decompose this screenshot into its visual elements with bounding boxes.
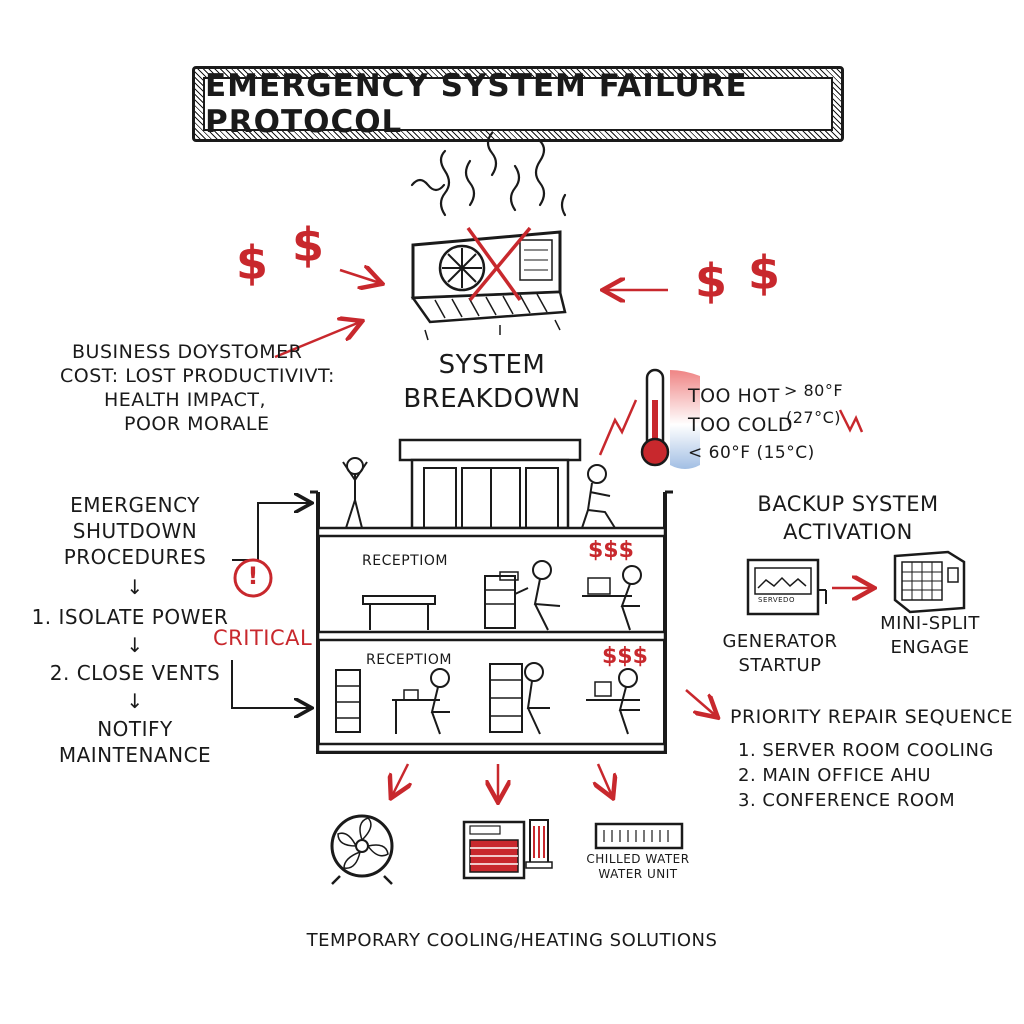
title-banner: EMERGENCY SYSTEM FAILURE PROTOCOL xyxy=(192,66,844,142)
dollar-icon: $ xyxy=(748,246,781,300)
warning-icon xyxy=(233,558,273,598)
chiller-label: CHILLED WATER WATER UNIT xyxy=(578,852,698,882)
system-breakdown-line: BREAKDOWN xyxy=(403,384,581,414)
generator-icon xyxy=(746,558,827,616)
portable-fan-icon xyxy=(330,814,394,885)
too-hot-label: TOO HOT xyxy=(688,385,780,407)
shutdown-step: NOTIFY xyxy=(97,717,173,741)
backup-heading-line: ACTIVATION xyxy=(783,520,913,544)
priority-item: 2. MAIN OFFICE AHU xyxy=(738,765,932,786)
priority-item: 1. SERVER ROOM COOLING xyxy=(738,740,994,761)
business-cost-line: BUSINESS DOYSTOMER xyxy=(72,341,303,363)
smoke-icon xyxy=(410,131,567,217)
shutdown-heading: PROCEDURES xyxy=(63,545,207,569)
cost-marker: $$$ xyxy=(588,538,634,563)
chilled-water-unit-icon xyxy=(594,822,684,850)
hot-threshold-celsius: (27°C) xyxy=(786,408,842,427)
business-cost-line: COST: LOST PRODUCTIVIVT: xyxy=(60,365,335,387)
down-arrow-icon: ↓ xyxy=(126,633,144,657)
chiller-label-line: WATER UNIT xyxy=(598,867,678,881)
temporary-arrow xyxy=(392,763,612,800)
minisplit-label-line: MINI-SPLIT xyxy=(880,613,980,634)
office-building xyxy=(310,438,673,754)
priority-heading: PRIORITY REPAIR SEQUENCE xyxy=(730,706,1013,728)
generator-panel-text: SERVEDO xyxy=(758,596,795,604)
cost-marker: $$$ xyxy=(602,644,648,669)
backup-heading-line: BACKUP SYSTEM xyxy=(757,492,939,516)
shutdown-procedures: EMERGENCY SHUTDOWN PROCEDURES ↓ 1. ISOLA… xyxy=(32,492,230,768)
shutdown-step: 2. CLOSE VENTS xyxy=(49,661,221,685)
business-cost-line: HEALTH IMPACT, xyxy=(104,389,267,411)
down-arrow-icon: ↓ xyxy=(126,689,144,713)
minisplit-label: MINI-SPLIT ENGAGE xyxy=(868,612,992,660)
dollar-icon: $ xyxy=(695,254,728,308)
system-breakdown-line: SYSTEM xyxy=(438,350,546,380)
priority-arrow xyxy=(685,689,716,716)
floor-label: RECEPTIOM xyxy=(362,553,448,569)
generator-label-line: STARTUP xyxy=(738,655,822,676)
minisplit-label-line: ENGAGE xyxy=(890,637,970,658)
generator-label: GENERATOR STARTUP xyxy=(720,630,840,678)
space-heater-icon xyxy=(462,819,553,880)
critical-label: CRITICAL xyxy=(213,626,313,650)
critical-bracket xyxy=(231,503,310,708)
chiller-label-line: CHILLED WATER xyxy=(586,852,690,866)
generator-label-line: GENERATOR xyxy=(722,631,838,652)
priority-list: 1. SERVER ROOM COOLING 2. MAIN OFFICE AH… xyxy=(738,738,994,813)
thermometer-icon xyxy=(598,368,864,469)
business-cost-line: POOR MORALE xyxy=(124,413,270,435)
system-breakdown-label: SYSTEM BREAKDOWN xyxy=(392,348,592,416)
cost-arrow xyxy=(274,270,668,359)
broken-ac-unit-icon xyxy=(410,226,567,341)
too-cold-label: TOO COLD xyxy=(688,414,793,436)
temporary-solutions-footer: TEMPORARY COOLING/HEATING SOLUTIONS xyxy=(306,930,718,951)
shutdown-heading: SHUTDOWN xyxy=(72,519,198,543)
dollar-icon: $ xyxy=(292,218,325,272)
dollar-icon: $ xyxy=(236,236,269,290)
shutdown-step: 1. ISOLATE POWER xyxy=(31,605,229,629)
shutdown-step: MAINTENANCE xyxy=(58,743,212,767)
business-cost-note: BUSINESS DOYSTOMER COST: LOST PRODUCTIVI… xyxy=(60,340,380,436)
cold-threshold: < 60°F (15°C) xyxy=(688,443,815,463)
down-arrow-icon: ↓ xyxy=(126,575,144,599)
floor-label: RECEPTIOM xyxy=(366,652,452,668)
mini-split-icon xyxy=(893,550,966,614)
hot-threshold: > 80°F xyxy=(784,381,844,400)
backup-heading: BACKUP SYSTEM ACTIVATION xyxy=(748,490,948,546)
shutdown-heading: EMERGENCY xyxy=(70,493,200,517)
exclamation-icon: ! xyxy=(247,562,259,590)
priority-item: 3. CONFERENCE ROOM xyxy=(738,790,956,811)
